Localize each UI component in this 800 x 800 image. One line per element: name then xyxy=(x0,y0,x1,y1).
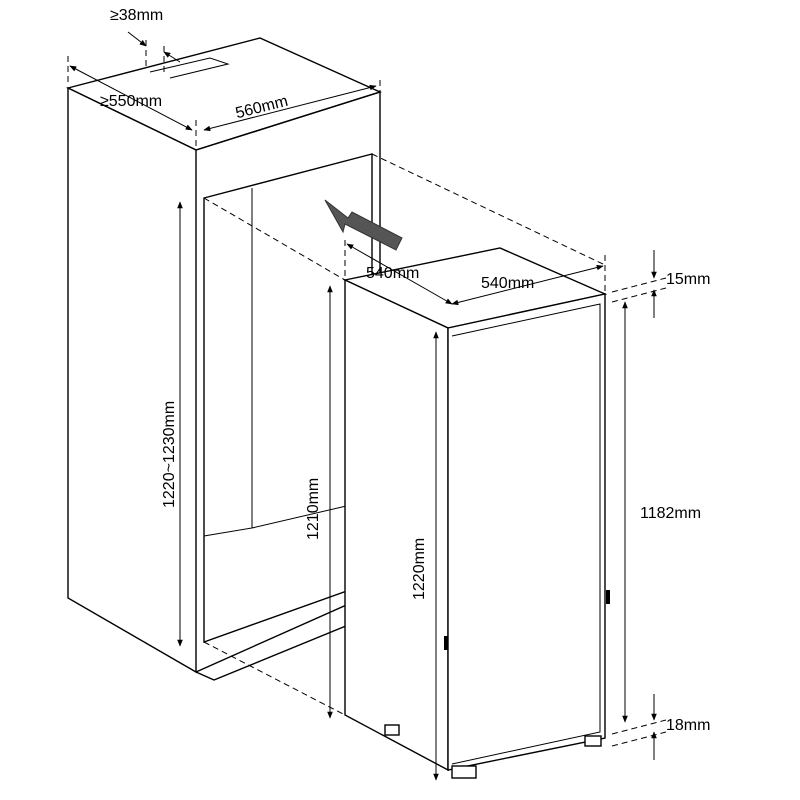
cabinet-side xyxy=(67,86,197,674)
insert-arrow-icon xyxy=(324,199,403,251)
label-body-height: 1182mm xyxy=(640,505,701,522)
label-niche-depth: ≥550mm xyxy=(100,93,162,110)
dimension-labels: ≥38mm ≥550mm 560mm 1220~1230mm 540mm 540… xyxy=(100,7,710,734)
label-fridge-width: 540mm xyxy=(481,275,534,292)
fridge-side xyxy=(344,278,449,772)
foot-icon xyxy=(584,735,602,747)
fridge-front xyxy=(447,293,606,771)
cabinet xyxy=(65,37,382,681)
label-niche-gap: ≥38mm xyxy=(110,7,163,24)
label-fridge-side-height: 1210mm xyxy=(305,478,322,540)
label-fridge-depth: 540mm xyxy=(366,265,419,282)
hinge-icon xyxy=(606,590,610,604)
foot-icon xyxy=(384,724,400,736)
foot-icon xyxy=(451,765,477,779)
label-bottom-clearance: 18mm xyxy=(666,717,710,734)
fridge xyxy=(342,247,610,779)
hinge-icon xyxy=(444,636,448,650)
cabinet-top-notch xyxy=(149,57,230,79)
label-niche-height: 1220~1230mm xyxy=(161,401,178,508)
projection-lines xyxy=(203,153,606,716)
label-top-clearance: 15mm xyxy=(666,271,710,288)
fridge-panel-edge xyxy=(451,303,601,765)
dimension-lines xyxy=(67,31,667,781)
label-fridge-front-height: 1220mm xyxy=(411,538,428,600)
